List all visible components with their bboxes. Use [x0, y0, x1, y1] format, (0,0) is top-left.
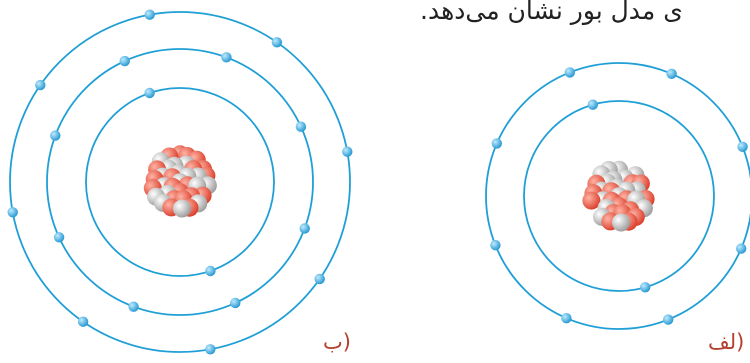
orbit-shell-1: [523, 100, 715, 292]
electron: [221, 52, 232, 63]
electron: [144, 9, 155, 20]
neutron: [173, 199, 191, 218]
orbit-shell-1: [85, 87, 275, 277]
electron: [736, 243, 747, 254]
electron: [663, 314, 674, 325]
electron: [205, 265, 216, 277]
nucleus: [582, 160, 655, 232]
electron: [564, 67, 575, 78]
electron: [737, 141, 748, 152]
figure-caption: ی مدل بور نشان می‌دهد.: [420, 0, 683, 25]
electron: [587, 99, 598, 110]
electron: [77, 316, 89, 327]
atom-model-alef: [485, 62, 750, 330]
electron: [50, 130, 61, 141]
model-label-b: ب): [323, 330, 351, 354]
electron: [299, 223, 310, 234]
electron: [490, 240, 501, 251]
electron: [53, 232, 65, 243]
electron: [491, 138, 502, 149]
orbit-shell-3: [9, 11, 351, 353]
electron: [144, 87, 155, 99]
atom-model-b: [7, 9, 353, 355]
electron: [314, 273, 325, 285]
electron: [230, 297, 241, 309]
proton: [582, 191, 601, 210]
electron: [640, 282, 651, 293]
electron: [561, 313, 572, 324]
orbit-shell-2: [485, 62, 750, 330]
electron: [295, 121, 307, 132]
electron: [205, 344, 216, 355]
electron: [271, 37, 283, 48]
electron: [35, 79, 46, 91]
electron: [119, 55, 130, 67]
electron: [666, 68, 677, 80]
electron: [7, 207, 18, 218]
neutron: [612, 213, 630, 232]
orbit-shell-2: [46, 48, 314, 316]
model-label-alef: لف): [708, 330, 745, 354]
electron: [128, 301, 139, 312]
nucleus: [143, 145, 217, 218]
electron: [342, 146, 353, 157]
